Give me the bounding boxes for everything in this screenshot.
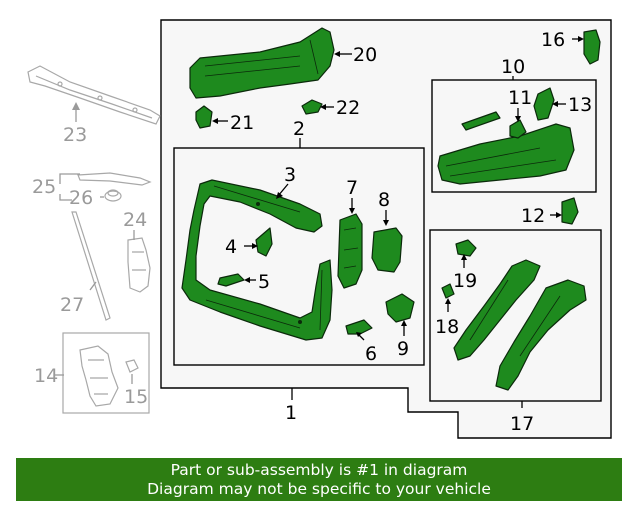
callout-9: 9 bbox=[397, 338, 409, 360]
part-24-bracket bbox=[127, 237, 151, 293]
callout-6: 6 bbox=[365, 343, 377, 365]
subassembly-14-box bbox=[62, 332, 150, 414]
part-3-radiator-support bbox=[181, 179, 333, 341]
callout-17: 17 bbox=[510, 413, 534, 435]
part-8-panel bbox=[371, 227, 403, 273]
part-16-bracket bbox=[583, 29, 601, 65]
part-23-bumper-reinforcement bbox=[27, 65, 161, 125]
callout-3: 3 bbox=[284, 164, 296, 186]
callout-15: 15 bbox=[124, 386, 148, 408]
part-18-clip bbox=[441, 283, 455, 299]
callout-7: 7 bbox=[346, 177, 358, 199]
callout-22: 22 bbox=[336, 97, 360, 119]
part-12-bracket bbox=[561, 197, 579, 225]
callout-19: 19 bbox=[453, 270, 477, 292]
part-17-wheelhouse-outer bbox=[495, 279, 587, 391]
part-21-bracket bbox=[195, 105, 213, 129]
part-25-bracket bbox=[77, 172, 152, 186]
part-15-clip bbox=[125, 359, 139, 373]
callout-5: 5 bbox=[258, 271, 270, 293]
callout-12: 12 bbox=[521, 205, 545, 227]
part-10-rail bbox=[461, 111, 501, 131]
callout-10: 10 bbox=[501, 56, 525, 78]
callout-11: 11 bbox=[508, 87, 532, 109]
callout-8: 8 bbox=[378, 189, 390, 211]
callout-20: 20 bbox=[353, 44, 377, 66]
part-14-bracket-assembly bbox=[79, 345, 119, 407]
part-6-bracket bbox=[345, 319, 373, 335]
callout-18: 18 bbox=[435, 316, 459, 338]
disclaimer-line-2: Diagram may not be specific to your vehi… bbox=[147, 480, 491, 498]
part-9-bracket bbox=[385, 293, 415, 323]
callout-24: 24 bbox=[123, 209, 147, 231]
disclaimer-banner: Part or sub-assembly is #1 in diagram Di… bbox=[16, 458, 622, 501]
callout-1: 1 bbox=[285, 402, 297, 424]
part-7-side-support bbox=[337, 213, 363, 289]
callout-14: 14 bbox=[34, 365, 58, 387]
part-13-bracket bbox=[533, 87, 555, 121]
part-17-wheelhouse-inner bbox=[453, 259, 541, 361]
part-4-bracket bbox=[255, 227, 273, 257]
callout-4: 4 bbox=[225, 236, 237, 258]
callout-27: 27 bbox=[60, 294, 84, 316]
callout-16: 16 bbox=[541, 29, 565, 51]
callout-21: 21 bbox=[230, 112, 254, 134]
callout-13: 13 bbox=[568, 94, 592, 116]
callout-23: 23 bbox=[63, 124, 87, 146]
part-5-bracket bbox=[217, 273, 245, 287]
callout-26: 26 bbox=[69, 187, 93, 209]
part-26-grommet bbox=[104, 189, 122, 202]
part-20-upper-apron bbox=[189, 27, 335, 99]
callout-2: 2 bbox=[293, 118, 305, 140]
disclaimer-line-1: Part or sub-assembly is #1 in diagram bbox=[170, 461, 468, 479]
callout-25: 25 bbox=[32, 176, 56, 198]
part-22-bracket bbox=[301, 99, 323, 115]
part-19-bracket bbox=[455, 239, 477, 257]
